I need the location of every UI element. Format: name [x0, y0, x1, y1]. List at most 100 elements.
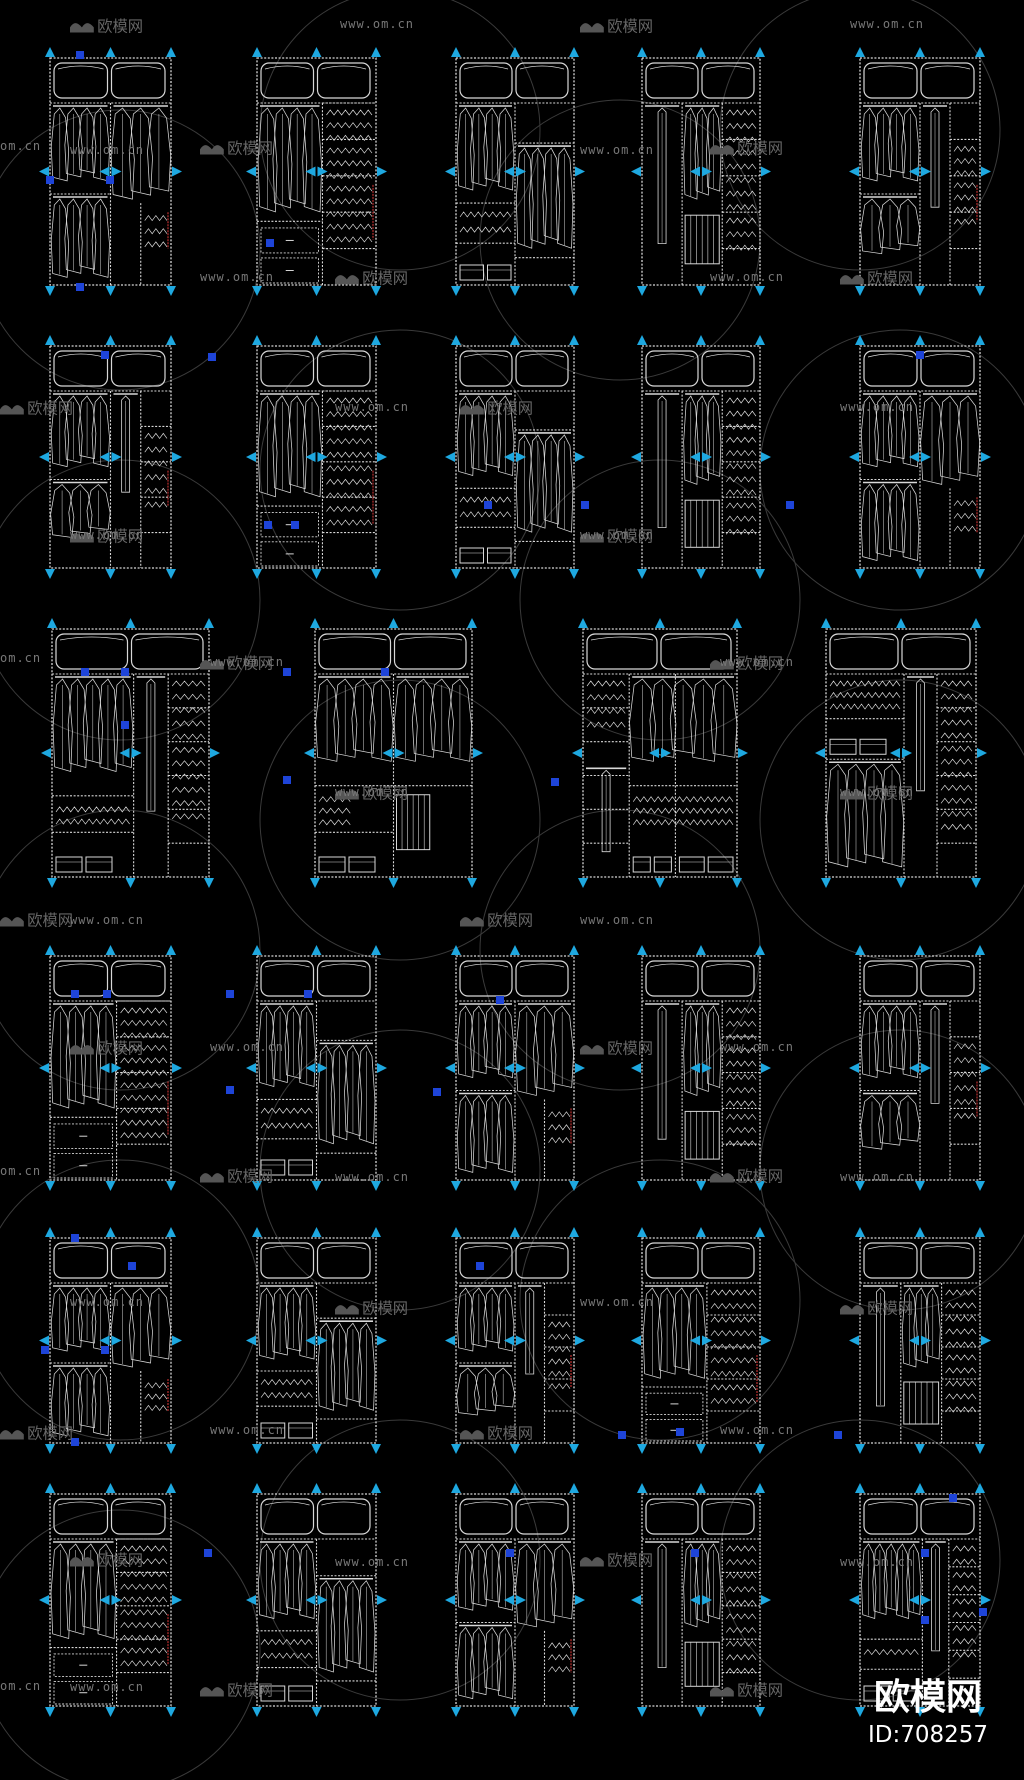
wardrobe-unit [849, 335, 991, 579]
sofa-icon [710, 660, 734, 670]
garment [50, 1287, 70, 1352]
folded-clothes [863, 1648, 919, 1656]
selection-grips [39, 945, 182, 1191]
storage-bin [260, 62, 315, 99]
grip-arrow [637, 1707, 647, 1717]
grip-arrow [467, 618, 477, 628]
folded-clothes [548, 1321, 571, 1328]
watermark-brand: 欧模网 [97, 18, 143, 36]
folded-clothes [725, 1007, 757, 1014]
grip-arrow [39, 1595, 49, 1605]
storage-bin [53, 960, 109, 997]
grip-arrow [975, 47, 985, 57]
grip-arrow [45, 1444, 55, 1454]
folded-clothes [952, 1545, 977, 1552]
watermark-brand: 欧模网 [737, 140, 783, 158]
grip-arrow [371, 1707, 381, 1717]
watermark-brand: 欧模网 [487, 400, 533, 418]
folded-clothes [725, 410, 757, 417]
wardrobe-unit [39, 1227, 182, 1454]
garment [901, 1005, 920, 1079]
storage-bin [53, 1242, 109, 1279]
watermark-logo: 欧模网 [710, 1168, 783, 1186]
garment [456, 1543, 475, 1611]
grip-arrow [849, 1595, 859, 1605]
grip-arrow [655, 878, 665, 888]
garment [483, 1287, 502, 1344]
folded-clothes [940, 719, 973, 726]
watermark-brand: 欧模网 [227, 655, 273, 673]
grip-arrow [317, 1063, 328, 1073]
grip-arrow [510, 1707, 520, 1717]
garment [98, 678, 119, 772]
storage-bin [316, 1242, 371, 1279]
grip-arrow [975, 1483, 985, 1493]
grip-arrow [569, 47, 579, 57]
folded-clothes [725, 1599, 757, 1606]
folded-clothes [945, 1315, 977, 1322]
grip-arrow [849, 452, 859, 462]
folded-clothes [940, 771, 973, 778]
grip-arrow [45, 286, 55, 296]
grip-arrow [371, 945, 381, 955]
grip-arrow [166, 47, 176, 57]
grip-arrow [696, 1444, 706, 1454]
folded-clothes [326, 147, 373, 154]
folded-clothes [953, 1057, 977, 1064]
watermark-logo: 欧模网 [199, 1682, 273, 1700]
storage-bin [260, 1498, 315, 1535]
grip-arrow [631, 1063, 641, 1073]
grip-square [979, 1608, 987, 1616]
sofa-icon [70, 23, 94, 33]
garment [351, 678, 376, 754]
folded-clothes [144, 1404, 168, 1412]
wardrobe-unit [246, 945, 387, 1191]
grip-arrow [371, 1483, 381, 1493]
garment [128, 107, 153, 196]
grip-arrow [252, 335, 262, 345]
grip-arrow [855, 1483, 865, 1493]
garment [67, 678, 88, 768]
grip-arrow [755, 1181, 765, 1191]
garment [880, 763, 905, 868]
grip-arrow [516, 1595, 526, 1605]
storage-bin [459, 62, 513, 99]
grip-square [581, 501, 589, 509]
grip-arrow [755, 47, 765, 57]
folded-clothes [710, 1330, 757, 1337]
folded-clothes [326, 134, 373, 141]
wardrobe-unit [849, 1227, 991, 1454]
grip-arrow [252, 1181, 262, 1191]
folded-clothes [326, 198, 373, 205]
folded-clothes [632, 796, 734, 803]
grip-arrow [47, 878, 57, 888]
grip-arrow [732, 878, 742, 888]
grip-arrow [755, 286, 765, 296]
grip-square [921, 1549, 929, 1557]
watermark-brand: 欧模网 [737, 655, 783, 673]
grip-arrow [451, 1227, 461, 1237]
folded-clothes [171, 707, 206, 714]
storage-bin [260, 350, 315, 387]
garment [874, 483, 893, 557]
storage-box [85, 856, 113, 873]
wardrobe-unit [445, 945, 585, 1191]
garment [683, 1005, 699, 1096]
garment [496, 1543, 515, 1611]
folded-clothes [144, 214, 168, 222]
folded-clothes [326, 185, 373, 192]
grip-arrow [909, 1063, 919, 1073]
sofa-icon [0, 405, 24, 415]
grip-square [283, 668, 291, 676]
watermark-brand: 欧模网 [487, 912, 533, 930]
storage-bin [53, 350, 109, 387]
grip-arrow [166, 569, 176, 579]
garment [80, 1543, 102, 1632]
grip-arrow [637, 569, 647, 579]
grip-arrow [732, 618, 742, 628]
grip-arrow [738, 748, 748, 758]
folded-clothes [120, 1007, 168, 1014]
sofa-icon [710, 1173, 734, 1183]
storage-bin [920, 960, 975, 997]
grip-arrow [981, 166, 991, 177]
